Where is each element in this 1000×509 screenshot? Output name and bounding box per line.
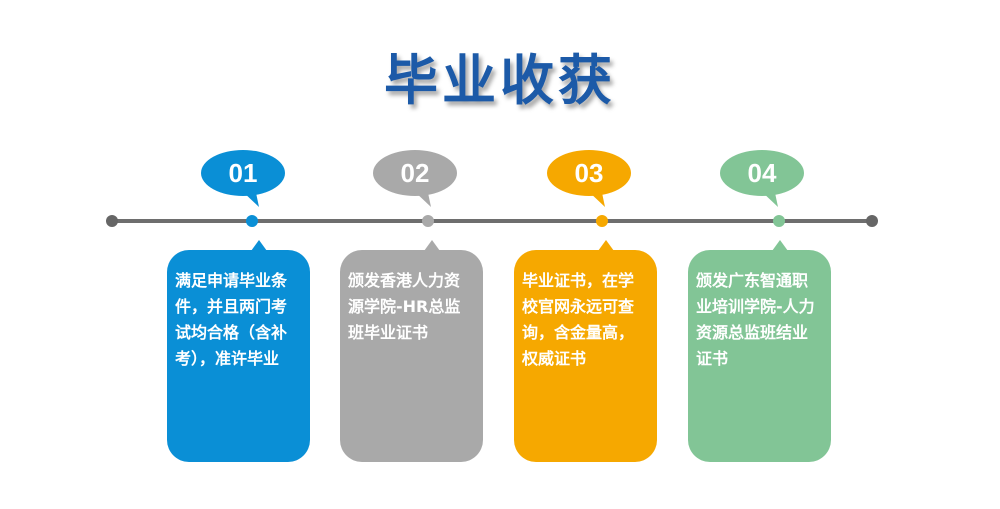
- step-03-card: 毕业证书，在学校官网永远可查询，含金量高， 权威证书: [514, 240, 657, 462]
- page-title: 毕业收获: [384, 49, 616, 112]
- card-text-line: 证书: [696, 349, 729, 368]
- step-02-bubble: 02: [373, 150, 457, 207]
- card-text-line: 询，含金量高，: [522, 323, 635, 342]
- step-04-dot: [773, 215, 785, 227]
- card-pointer: [251, 240, 267, 251]
- card-text-line: 颁发香港人力资: [348, 271, 461, 290]
- step-02-dot: [422, 215, 434, 227]
- card-text-line: 班毕业证书: [348, 323, 429, 342]
- speech-bubble-icon: [720, 150, 804, 207]
- speech-bubble-icon: [373, 150, 457, 207]
- step-03-bubble: 03: [547, 150, 631, 207]
- card-text-line: 校官网永远可查: [522, 297, 635, 316]
- card-text-line: 考），准许毕业: [175, 349, 280, 368]
- step-04-bubble: 04: [720, 150, 804, 207]
- card-text: 毕业证书，在学校官网永远可查询，含金量高， 权威证书: [522, 268, 653, 372]
- step-01-card: 满足申请毕业条件，并且两门考试均合格（含补考），准许毕业: [167, 240, 310, 462]
- card-text: 颁发广东智通职业培训学院-人力资源总监班结业证书: [696, 268, 827, 372]
- card-pointer: [424, 240, 440, 251]
- card-pointer: [598, 240, 614, 251]
- card-text: 满足申请毕业条件，并且两门考试均合格（含补考），准许毕业: [175, 268, 306, 372]
- card-pointer: [772, 240, 788, 251]
- step-01-bubble: 01: [201, 150, 285, 207]
- card-text-line: 满足申请毕业条: [175, 271, 288, 290]
- timeline-start-dot: [106, 215, 118, 227]
- step-number: 04: [747, 158, 777, 188]
- card-text: 颁发香港人力资源学院-HR总监班毕业证书: [348, 268, 479, 346]
- step-04-card: 颁发广东智通职业培训学院-人力资源总监班结业证书: [688, 240, 831, 462]
- speech-bubble-icon: [547, 150, 631, 207]
- card-text-line: 源学院-HR总监: [348, 297, 461, 316]
- card-text-line: 件，并且两门考: [175, 297, 288, 316]
- step-01-dot: [246, 215, 258, 227]
- step-number: 03: [574, 158, 604, 188]
- timeline-end-dot: [866, 215, 878, 227]
- step-number: 01: [228, 158, 258, 188]
- card-text-line: 毕业证书，在学: [522, 271, 635, 290]
- speech-bubble-icon: [201, 150, 285, 207]
- card-text-line: 业培训学院-人力: [696, 297, 815, 316]
- step-number: 02: [400, 158, 430, 188]
- timeline-line: [112, 219, 872, 223]
- card-text-line: 颁发广东智通职: [696, 271, 809, 290]
- card-text-line: 资源总监班结业: [696, 323, 809, 342]
- step-02-card: 颁发香港人力资源学院-HR总监班毕业证书: [340, 240, 483, 462]
- card-text-line: 权威证书: [522, 349, 587, 368]
- step-03-dot: [596, 215, 608, 227]
- card-text-line: 试均合格（含补: [175, 323, 288, 342]
